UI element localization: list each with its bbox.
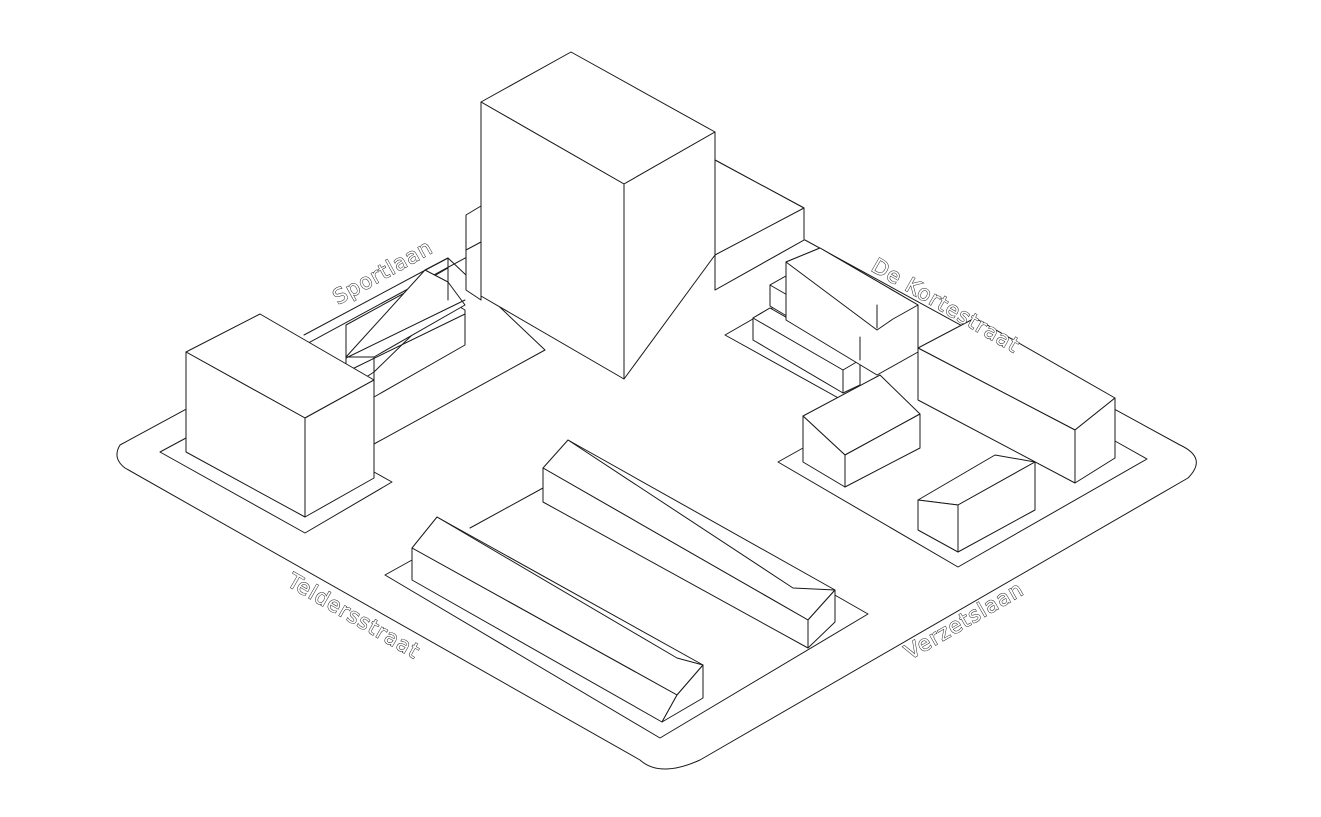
plot-left bbox=[159, 437, 393, 534]
building-sportlaan-terrace bbox=[345, 257, 466, 398]
building-right-long bbox=[917, 317, 1116, 484]
street-label-verzetslaan: Verzetslaan bbox=[901, 577, 1028, 664]
building-bottom-front bbox=[411, 516, 704, 723]
plot-right bbox=[777, 440, 1148, 568]
street-outline bbox=[116, 239, 1197, 770]
street-label-teldersstraat: Teldersstraat bbox=[283, 568, 425, 664]
building-stepped bbox=[752, 247, 919, 394]
building-central-tower bbox=[465, 51, 805, 380]
building-small-house-2 bbox=[917, 454, 1036, 553]
plot-bottom bbox=[384, 487, 869, 739]
building-small-house-1 bbox=[802, 374, 921, 488]
building-left-tower bbox=[185, 313, 375, 518]
building-bottom-back bbox=[542, 439, 836, 649]
